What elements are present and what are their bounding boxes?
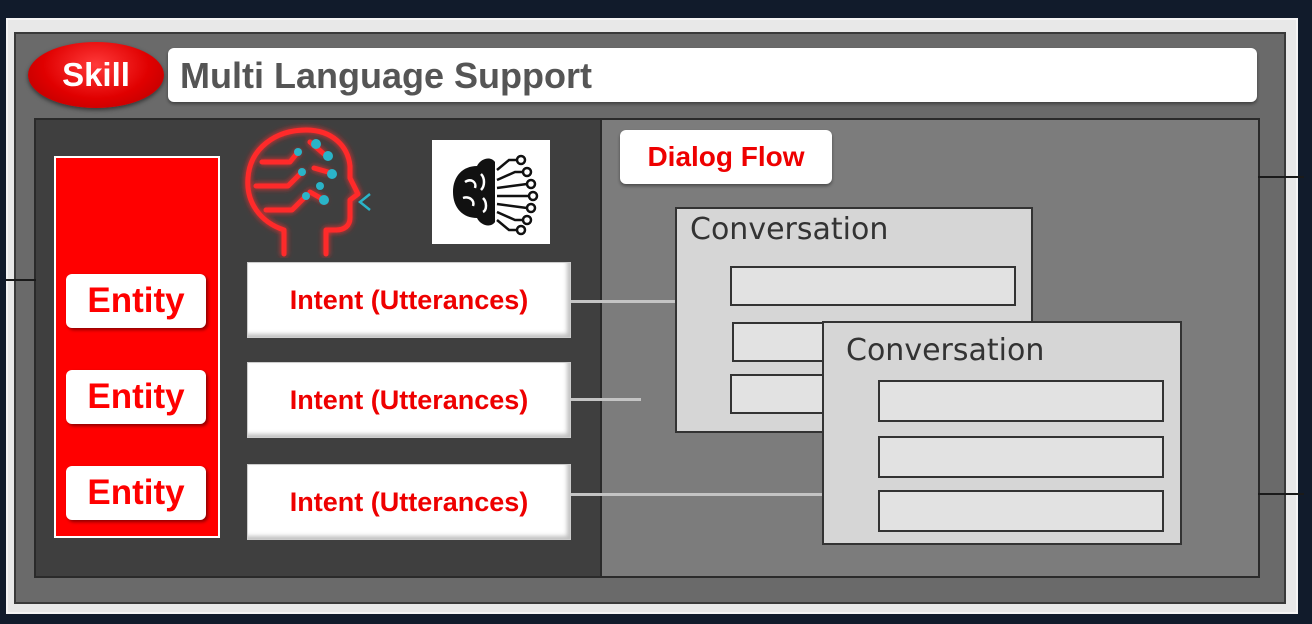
right-edge-connector-bottom	[1258, 493, 1304, 495]
entity-box: Entity	[66, 274, 206, 328]
brain-circuit-icon	[432, 140, 550, 244]
dialog-flow-label: Dialog Flow	[620, 130, 832, 184]
intent-connector	[571, 493, 825, 496]
conversation-row	[730, 374, 830, 414]
conversation-row	[878, 380, 1164, 422]
left-edge-connector	[6, 279, 36, 281]
ai-head-icon	[232, 122, 380, 258]
conversation-title: Conversation	[846, 333, 1045, 368]
title-bar	[168, 48, 1257, 102]
conversation-row	[878, 490, 1164, 532]
intent-connector	[571, 300, 677, 303]
entity-box: Entity	[66, 466, 206, 520]
intent-box: Intent (Utterances)	[247, 464, 571, 540]
right-edge-connector-top	[1258, 176, 1304, 178]
intent-box: Intent (Utterances)	[247, 362, 571, 438]
conversation-title: Conversation	[690, 212, 889, 247]
intent-box: Intent (Utterances)	[247, 262, 571, 338]
conversation-row	[730, 266, 1016, 306]
page-title: Multi Language Support	[180, 55, 592, 96]
conversation-row	[878, 436, 1164, 478]
entity-box: Entity	[66, 370, 206, 424]
skill-badge: Skill	[28, 42, 164, 108]
conversation-row	[732, 322, 832, 362]
intent-connector	[571, 398, 641, 401]
